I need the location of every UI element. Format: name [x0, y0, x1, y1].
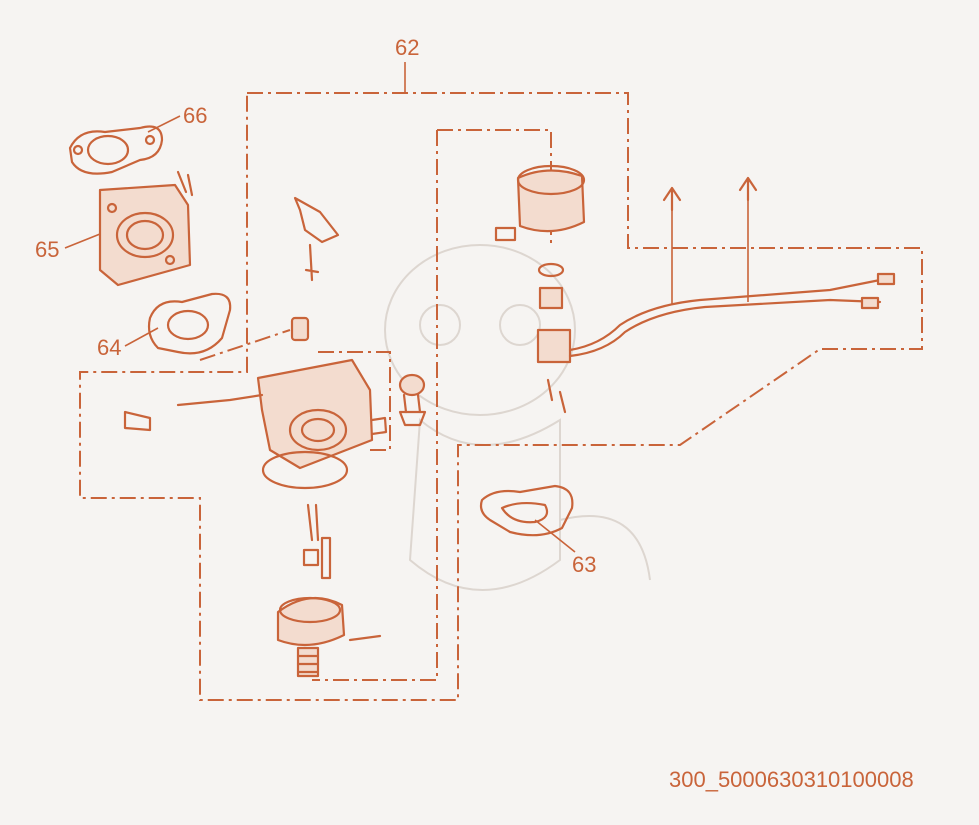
- idle-screw-parts: [398, 373, 427, 427]
- callout-63: 63: [572, 552, 596, 577]
- callout-62: 62: [395, 35, 419, 60]
- carburetor-body: [123, 316, 388, 490]
- gasket-63: [479, 484, 574, 537]
- float-bowl: [276, 596, 382, 678]
- fuel-cup-assembly: [494, 164, 586, 414]
- diagram-code: 300_5000630310100008: [669, 767, 914, 792]
- insulator-block-65: [98, 170, 194, 287]
- solenoid-wire-harness: [568, 176, 896, 358]
- callout-65: 65: [35, 237, 59, 262]
- callout-leaders: [64, 62, 576, 553]
- callout-66: 66: [183, 103, 207, 128]
- choke-lever-parts: [293, 196, 340, 282]
- watermark-mascot: [384, 244, 651, 591]
- gasket-66: [68, 125, 164, 175]
- main-jet-parts: [302, 503, 332, 580]
- gasket-64: [147, 292, 232, 355]
- assembly-boundary-62: [79, 92, 923, 701]
- callout-64: 64: [97, 335, 121, 360]
